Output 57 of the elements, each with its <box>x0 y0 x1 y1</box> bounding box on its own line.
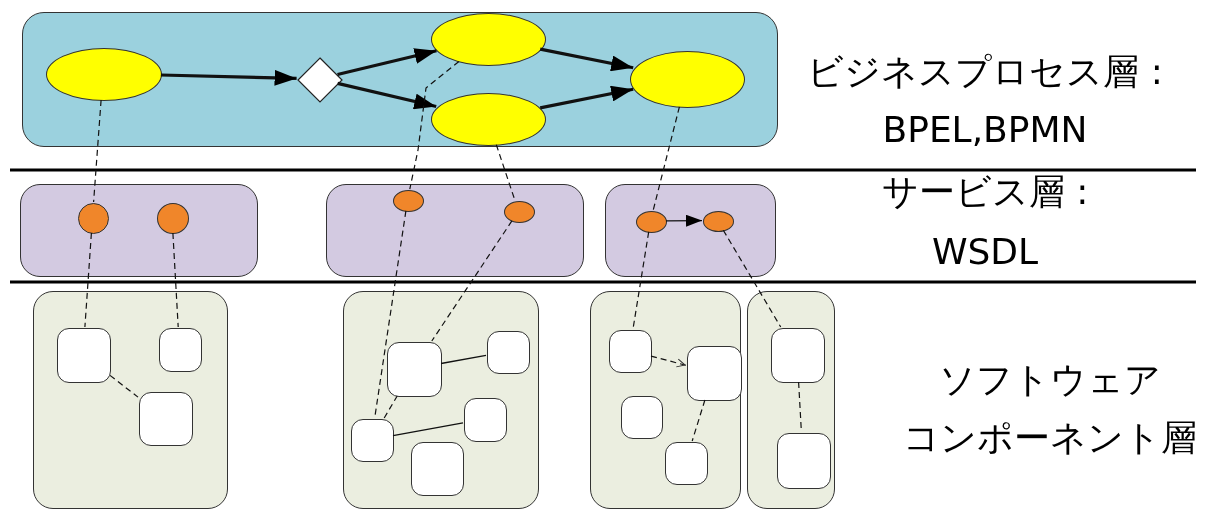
component-box <box>621 396 663 439</box>
service-box <box>605 184 776 277</box>
component-box <box>771 328 825 383</box>
component-group <box>747 291 835 509</box>
component-box <box>687 346 742 401</box>
dashed-line <box>93 99 102 203</box>
dashed-line <box>691 399 706 442</box>
arrow <box>665 214 703 227</box>
component-box <box>159 328 202 372</box>
component-box <box>609 330 652 373</box>
component-box <box>57 328 111 383</box>
dashed-line <box>431 220 513 342</box>
operation-circle <box>504 201 535 223</box>
dashed-line <box>652 106 680 211</box>
process-panel <box>22 12 778 147</box>
component-box <box>387 342 442 397</box>
layer-label: WSDL <box>931 232 1039 272</box>
arrow <box>337 81 437 110</box>
service-box <box>20 184 258 277</box>
gateway-diamond <box>297 57 343 103</box>
dashed-line <box>383 395 398 419</box>
component-box <box>351 419 394 462</box>
dashed-line <box>109 374 139 398</box>
activity-ellipse <box>431 93 546 146</box>
component-group <box>343 291 539 509</box>
layer-label: BPEL,BPMN <box>882 110 1088 150</box>
component-box <box>464 398 507 442</box>
arrow <box>539 47 634 72</box>
connector-line <box>392 422 464 437</box>
component-box <box>487 331 530 374</box>
dashed-line <box>722 229 782 328</box>
layer-label: ビジネスプロセス層 : <box>807 52 1163 92</box>
dashed-line <box>172 232 179 328</box>
component-box <box>411 442 464 496</box>
service-box <box>326 184 584 277</box>
operation-circle <box>157 203 189 234</box>
dashed-line <box>495 144 516 201</box>
layer-label: ソフトウェア <box>939 360 1161 400</box>
operation-circle <box>78 203 109 234</box>
component-group <box>590 291 741 509</box>
operation-circle <box>393 190 424 212</box>
dashed-line <box>409 60 460 190</box>
component-box <box>665 442 708 485</box>
arrow <box>337 48 437 77</box>
arrow <box>539 85 634 110</box>
component-box <box>139 392 193 446</box>
operation-circle <box>703 211 734 232</box>
connector-line <box>440 354 487 365</box>
component-box <box>777 433 831 489</box>
arrow <box>160 69 297 86</box>
layer-label: コンポーネント層 <box>903 418 1197 458</box>
layer-label: サービス層 : <box>881 172 1089 212</box>
dashed-line <box>632 231 650 330</box>
operation-circle <box>636 211 667 233</box>
dashed-line <box>84 232 92 328</box>
arrow <box>650 355 687 368</box>
component-group <box>33 291 228 509</box>
